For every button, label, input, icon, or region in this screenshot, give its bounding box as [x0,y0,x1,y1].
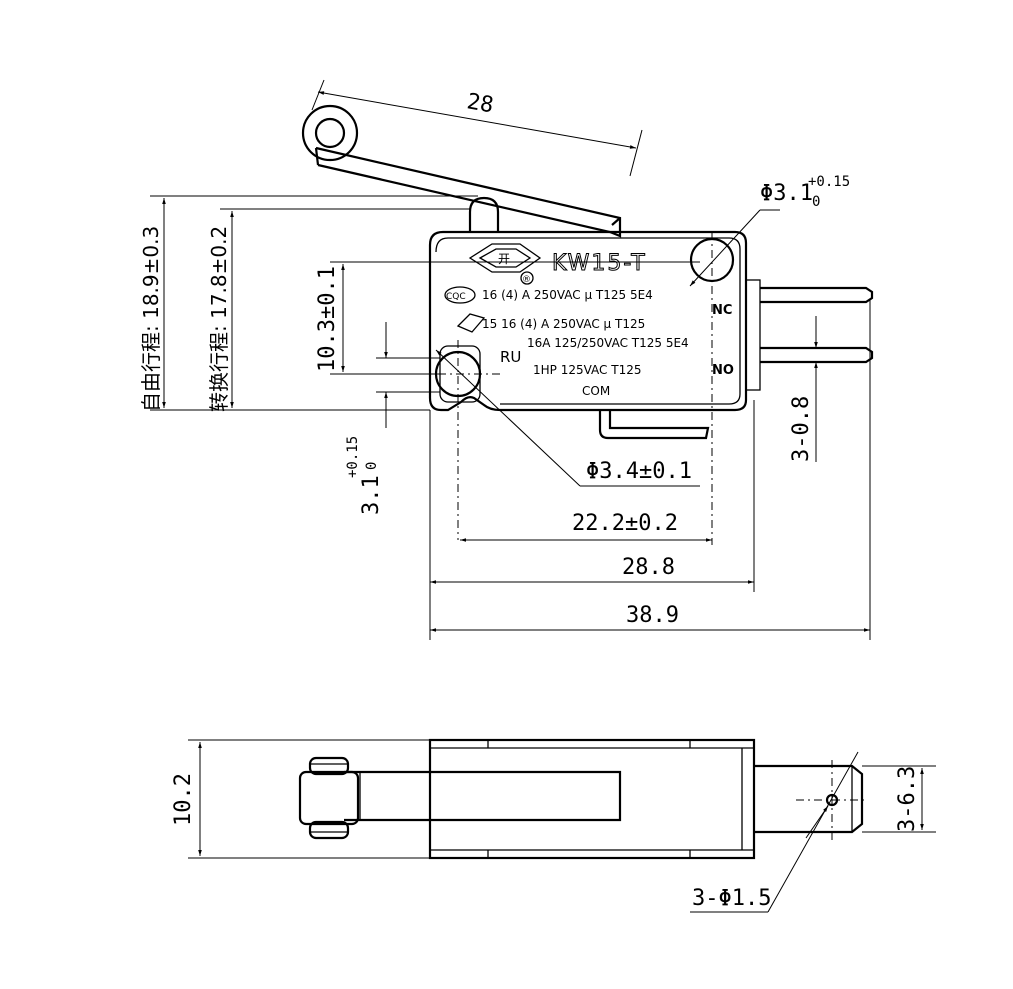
svg-text:RU: RU [500,348,521,366]
dim-small-hole: 3.1 +0.15 0 [345,322,440,515]
svg-text:开: 开 [498,252,510,266]
dim-thickness: 10.2 [171,739,430,859]
dim-free-travel: 自由行程: 18.9±0.3 [139,195,478,412]
svg-text:CQC: CQC [446,292,466,302]
top-view: NC NO 开 ® KW15-T CQC 16 (4) A 250VAC μ T… [301,104,874,545]
dim-lever-length-text: 28 [465,89,495,118]
dim-switch-travel: 转换行程: 17.8±0.2 [207,208,470,412]
side-roller [298,756,360,840]
svg-text:28.8: 28.8 [622,555,675,580]
svg-text:10.3±0.1: 10.3±0.1 [315,266,340,372]
svg-text:自由行程: 18.9±0.3: 自由行程: 18.9±0.3 [139,226,163,412]
dim-hole-main: Φ3.1 +0.15 0 [689,174,850,287]
svg-text:3-Φ1.5: 3-Φ1.5 [692,886,771,911]
side-lever [344,770,622,822]
svg-text:转换行程: 17.8±0.2: 转换行程: 17.8±0.2 [207,226,231,412]
svg-text:38.9: 38.9 [626,603,679,628]
dim-body-length: 28.8 [429,400,755,640]
dim-terminal-width: 3-6.3 [862,765,936,833]
rating-line-2: 15 16 (4) A 250VAC μ T125 [482,317,645,331]
side-view: 10.2 3-6.3 3-Φ1.5 [171,738,936,913]
roller-inner [314,117,346,149]
terminal-nc: NC [712,286,874,318]
plunger [468,196,500,232]
brand-logo: 开 ® [468,243,542,285]
lever-arm [301,104,622,238]
svg-text:0: 0 [812,194,820,210]
dim-hole-spacing: 22.2±0.2 [460,511,712,542]
dimensions-top: 28 Φ3.1 +0.15 0 自由行程: 18.9±0.3 转换行程: 17.… [139,79,871,640]
dim-terminal-hole: 3-Φ1.5 [690,751,859,913]
ul-mark: RU [500,348,521,366]
svg-text:+0.15: +0.15 [808,174,850,190]
cqc-mark: CQC [444,286,476,304]
terminal-no: NO [712,346,874,378]
svg-text:3.1: 3.1 [359,475,384,515]
rating-line-5: COM [582,384,610,398]
svg-text:3-6.3: 3-6.3 [895,766,920,832]
svg-text:+0.15: +0.15 [345,436,361,478]
svg-text:3-0.8: 3-0.8 [789,396,814,462]
side-terminal [754,760,868,840]
svg-text:Φ3.1: Φ3.1 [760,181,813,206]
enec-mark [456,313,486,333]
side-body [428,738,756,860]
rating-line-4: 1HP 125VAC T125 [533,363,641,377]
rating-line-1: 16 (4) A 250VAC μ T125 5E4 [482,288,653,302]
terminal-com [598,410,710,440]
dim-lever-length: 28 [311,79,643,177]
dim-mount-hole: Φ3.4±0.1 [435,349,700,487]
terminal-nc-label: NC [712,303,732,318]
registered-mark: ® [522,275,531,285]
dim-terminal-pitch: 3-0.8 [770,316,828,462]
svg-text:10.2: 10.2 [171,773,196,826]
dim-overall-length: 38.9 [430,300,871,640]
dim-hole-height: 10.3±0.1 [315,261,700,375]
svg-text:0: 0 [364,462,380,470]
svg-text:22.2±0.2: 22.2±0.2 [572,511,678,536]
rating-line-3: 16A 125/250VAC T125 5E4 [527,336,689,350]
model-name: KW15-T [552,251,647,276]
svg-text:Φ3.4±0.1: Φ3.4±0.1 [586,459,692,484]
terminal-no-label: NO [712,363,734,378]
